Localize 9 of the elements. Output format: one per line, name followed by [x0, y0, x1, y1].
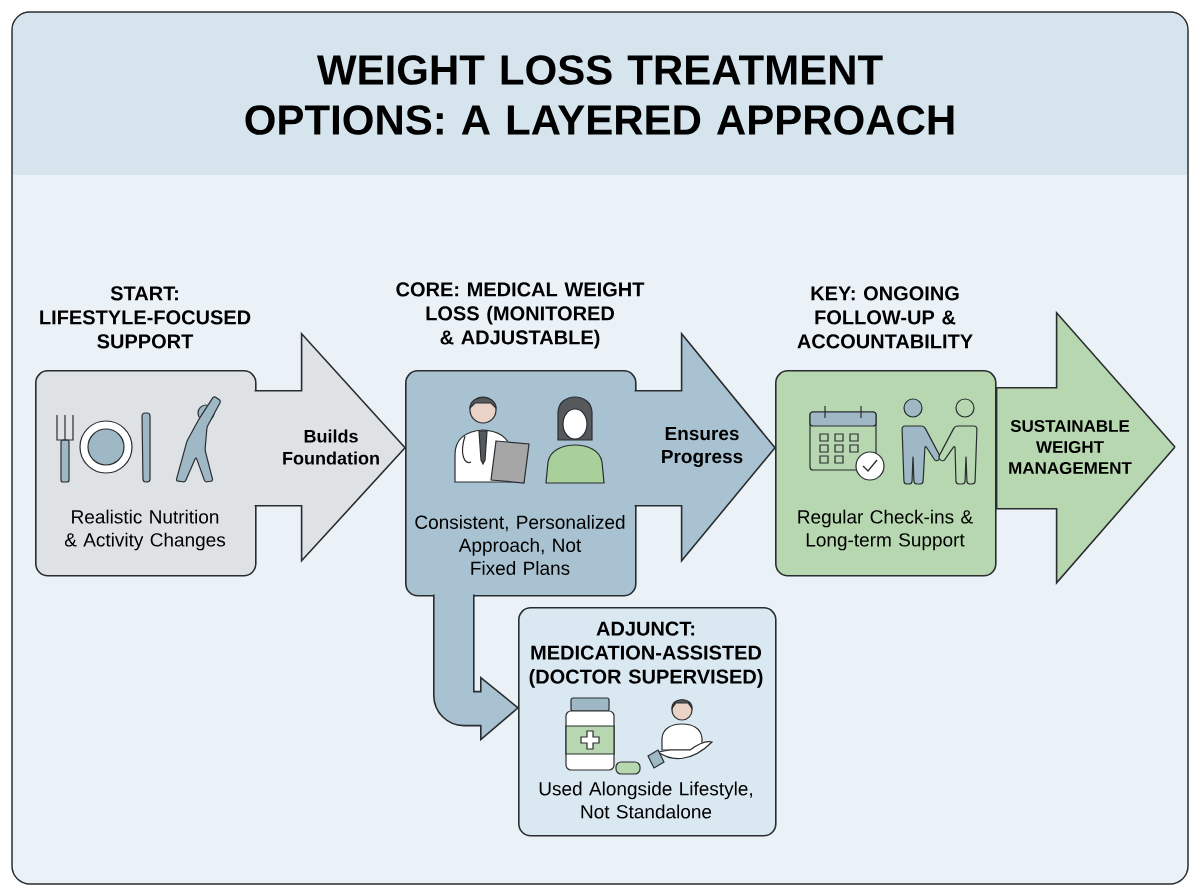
edge-label: SUSTAINABLE WEIGHT MANAGEMENT	[1003, 419, 1137, 475]
stage-heading: CORE: MEDICAL WEIGHT LOSS (MONITORED & ADJUSTABLE)	[396, 282, 645, 349]
stage-heading: KEY: ONGOING FOLLOW-UP & ACCOUNTABILITY	[797, 286, 973, 349]
stage-heading: START: LIFESTYLE-FOCUSED SUPPORT	[40, 286, 251, 349]
edge-label: Builds Foundation	[279, 428, 383, 466]
bent-arrow	[433, 593, 519, 741]
stage-heading: ADJUNCT: MEDICATION-ASSISTED (DOCTOR SUPERVISED)	[529, 621, 763, 688]
edge-label: Ensures Progress	[651, 425, 753, 469]
title-banner: WEIGHT LOSS TREATMENT OPTIONS: A LAYERED APPROACH	[13, 13, 1187, 175]
